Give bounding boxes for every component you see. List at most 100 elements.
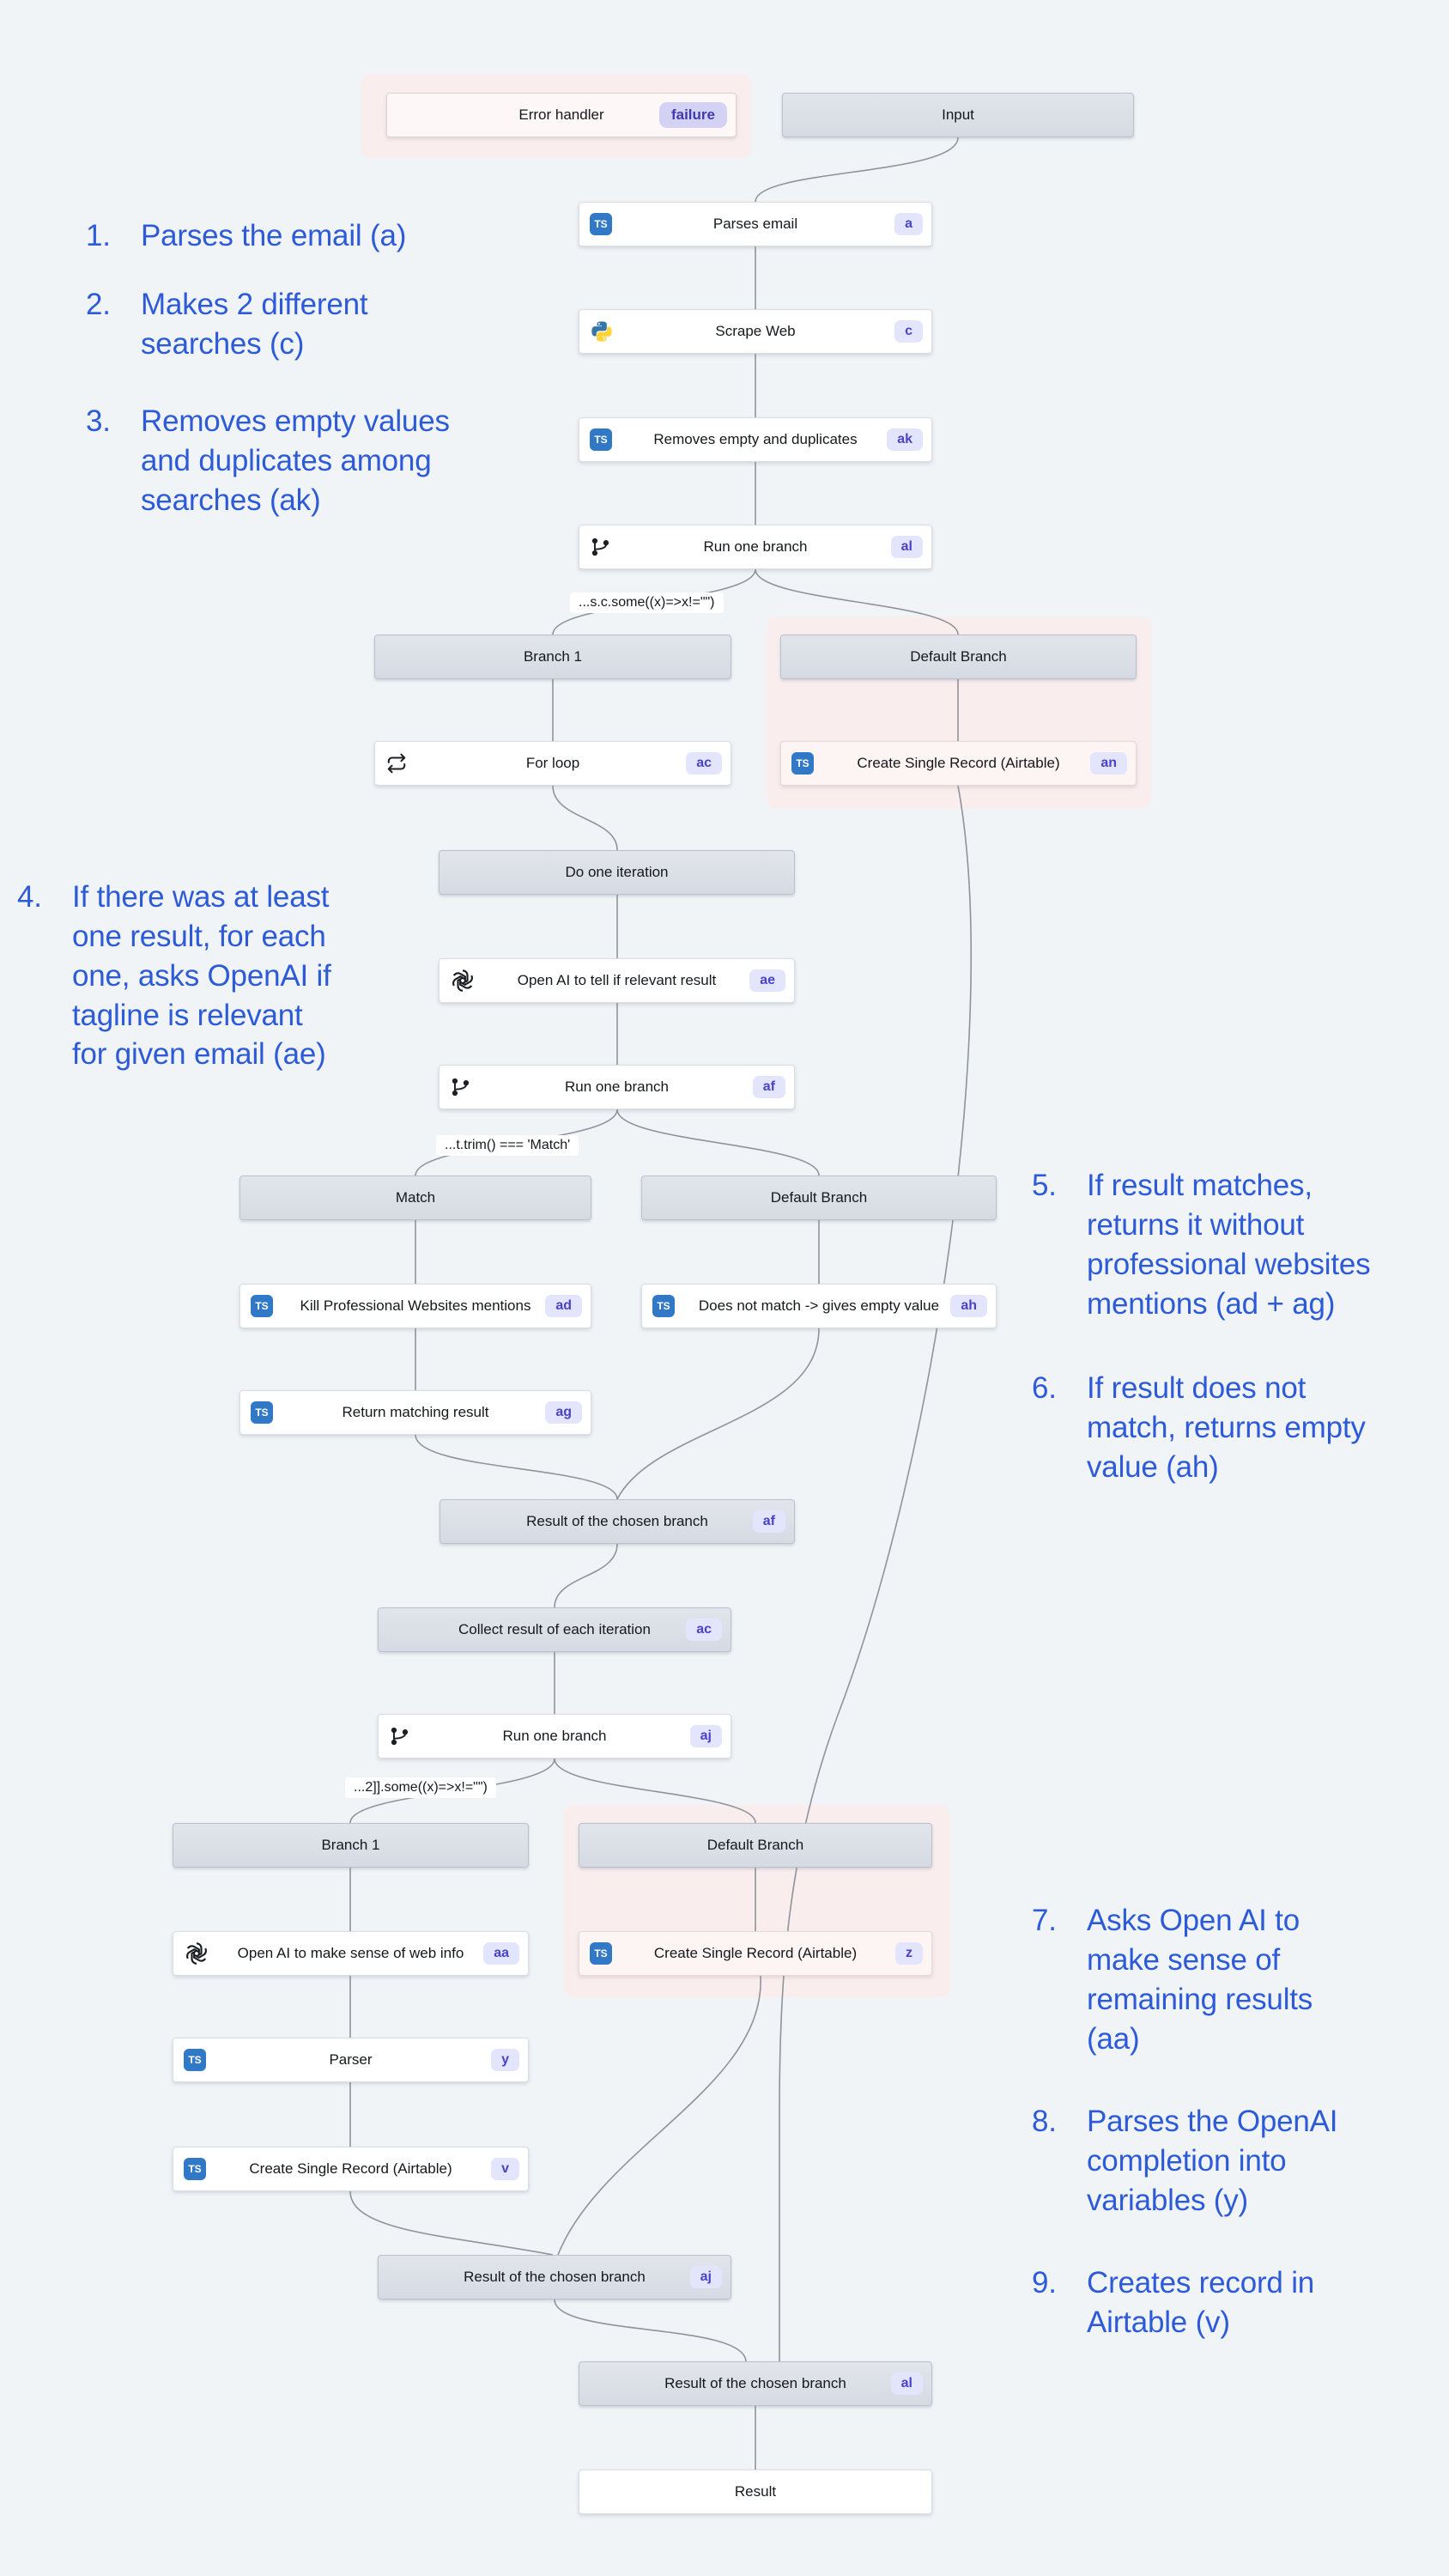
node-label: Do one iteration bbox=[565, 864, 669, 880]
edge-createz-resultaj bbox=[557, 1975, 761, 2256]
node-result[interactable]: Result bbox=[579, 2470, 932, 2514]
node-label: Return matching result bbox=[342, 1404, 489, 1420]
node-label: Open AI to tell if relevant result bbox=[517, 972, 717, 988]
node-badge: ah bbox=[950, 1295, 987, 1317]
typescript-icon: TS bbox=[590, 213, 612, 235]
edge-resultaj-resultal bbox=[554, 2299, 747, 2362]
annotation-number: 1. bbox=[86, 219, 111, 252]
node-label: Result of the chosen branch bbox=[526, 1513, 708, 1529]
node-does-not-match[interactable]: TS Does not match -> gives empty value a… bbox=[641, 1284, 997, 1328]
node-label: Result of the chosen branch bbox=[464, 2269, 646, 2285]
annotation-number: 8. bbox=[1032, 2105, 1057, 2138]
node-label: Kill Professional Websites mentions bbox=[300, 1297, 531, 1314]
node-removes-empty-duplicates[interactable]: TS Removes empty and duplicates ak bbox=[579, 417, 932, 462]
node-result-chosen-branch-al[interactable]: Result of the chosen branch al bbox=[579, 2361, 932, 2406]
branch-icon bbox=[450, 1076, 472, 1098]
condition-label-aj: ...2]].some((x)=>x!="") bbox=[345, 1777, 496, 1798]
node-branch-1-bottom[interactable]: Branch 1 bbox=[173, 1823, 529, 1868]
annotation-text: If result does not match, returns empty … bbox=[1087, 1371, 1366, 1484]
node-label: Branch 1 bbox=[321, 1837, 380, 1853]
node-badge: ae bbox=[749, 969, 785, 992]
node-label: Removes empty and duplicates bbox=[653, 431, 858, 447]
annotation-text: If there was at least one result, for ea… bbox=[72, 880, 331, 1072]
node-label: Match bbox=[395, 1189, 436, 1206]
node-input[interactable]: Input bbox=[782, 93, 1134, 137]
annotation-3: 3. Removes empty values and duplicates a… bbox=[86, 402, 450, 520]
annotation-1: 1. Parses the email (a) bbox=[86, 216, 406, 256]
node-label: Parser bbox=[329, 2051, 373, 2068]
node-run-one-branch-al[interactable]: Run one branch al bbox=[579, 525, 932, 569]
node-default-branch-mid[interactable]: Default Branch bbox=[641, 1176, 997, 1220]
node-create-single-record-an[interactable]: TS Create Single Record (Airtable) an bbox=[780, 741, 1137, 786]
node-badge: ac bbox=[686, 752, 722, 775]
annotation-text: Parses the email (a) bbox=[141, 219, 407, 252]
typescript-icon: TS bbox=[791, 752, 814, 775]
node-scrape-web[interactable]: Scrape Web c bbox=[579, 309, 932, 354]
node-parser[interactable]: TS Parser y bbox=[173, 2038, 529, 2082]
node-badge: al bbox=[890, 536, 923, 558]
typescript-icon: TS bbox=[590, 1942, 612, 1965]
edge-return-resultaf bbox=[415, 1434, 618, 1500]
node-label: Open AI to make sense of web info bbox=[237, 1945, 464, 1961]
edge-runaf-defaultb bbox=[616, 1109, 820, 1176]
edge-forloop-doone bbox=[552, 785, 618, 851]
node-openai-make-sense[interactable]: Open AI to make sense of web info aa bbox=[173, 1931, 529, 1976]
node-run-one-branch-af[interactable]: Run one branch af bbox=[439, 1065, 795, 1109]
repeat-loop-icon bbox=[385, 752, 408, 775]
node-for-loop[interactable]: For loop ac bbox=[374, 741, 731, 786]
annotation-number: 3. bbox=[86, 404, 111, 438]
annotation-2: 2. Makes 2 different searches (c) bbox=[86, 285, 368, 364]
annotation-text: Removes empty values and duplicates amon… bbox=[141, 404, 450, 517]
node-default-branch-top[interactable]: Default Branch bbox=[780, 635, 1137, 679]
annotation-9: 9. Creates record in Airtable (v) bbox=[1032, 2263, 1314, 2342]
node-kill-professional-mentions[interactable]: TS Kill Professional Websites mentions a… bbox=[239, 1284, 591, 1328]
node-openai-relevant-result[interactable]: Open AI to tell if relevant result ae bbox=[439, 958, 795, 1003]
typescript-icon: TS bbox=[652, 1295, 675, 1317]
typescript-icon: TS bbox=[251, 1295, 273, 1317]
node-collect-result-iteration[interactable]: Collect result of each iteration ac bbox=[378, 1607, 731, 1652]
node-branch-1-top[interactable]: Branch 1 bbox=[374, 635, 731, 679]
annotation-4: 4. If there was at least one result, for… bbox=[17, 878, 331, 1074]
annotation-number: 9. bbox=[1032, 2266, 1057, 2300]
branch-icon bbox=[389, 1725, 411, 1747]
node-run-one-branch-aj[interactable]: Run one branch aj bbox=[378, 1714, 731, 1759]
openai-icon bbox=[450, 968, 476, 993]
annotation-6: 6. If result does not match, returns emp… bbox=[1032, 1369, 1366, 1487]
condition-label-af: ...t.trim() === 'Match' bbox=[436, 1135, 579, 1156]
node-label: Create Single Record (Airtable) bbox=[653, 1945, 858, 1961]
node-do-one-iteration[interactable]: Do one iteration bbox=[439, 850, 795, 895]
node-badge: ag bbox=[545, 1401, 582, 1424]
node-create-single-record-z[interactable]: TS Create Single Record (Airtable) z bbox=[579, 1931, 932, 1976]
node-default-branch-bottom[interactable]: Default Branch bbox=[579, 1823, 932, 1868]
edge-createan-resultal bbox=[779, 785, 973, 2361]
failure-badge: failure bbox=[658, 102, 727, 128]
node-return-matching-result[interactable]: TS Return matching result ag bbox=[239, 1390, 591, 1435]
typescript-icon: TS bbox=[251, 1401, 273, 1424]
node-result-chosen-branch-af[interactable]: Result of the chosen branch af bbox=[440, 1499, 795, 1544]
annotation-number: 5. bbox=[1032, 1169, 1057, 1202]
node-badge: aj bbox=[689, 1725, 722, 1747]
typescript-icon: TS bbox=[184, 2158, 206, 2180]
annotation-number: 6. bbox=[1032, 1371, 1057, 1405]
annotation-text: Makes 2 different searches (c) bbox=[141, 288, 368, 361]
edge-createv-resultaj bbox=[349, 2190, 554, 2256]
node-label: Collect result of each iteration bbox=[458, 1621, 651, 1637]
node-label: Result bbox=[734, 2483, 777, 2500]
node-parses-email[interactable]: TS Parses email a bbox=[579, 202, 932, 246]
node-label: Scrape Web bbox=[715, 323, 796, 339]
node-label: Parses email bbox=[712, 216, 798, 232]
node-badge: y bbox=[491, 2049, 519, 2071]
node-error-handler[interactable]: Error handler failure bbox=[386, 93, 737, 137]
typescript-icon: TS bbox=[590, 428, 612, 451]
node-label: Run one branch bbox=[703, 538, 808, 555]
python-icon bbox=[590, 319, 614, 343]
annotation-number: 4. bbox=[17, 880, 42, 914]
node-match[interactable]: Match bbox=[239, 1176, 591, 1220]
annotation-number: 7. bbox=[1032, 1904, 1057, 1937]
node-create-single-record-v[interactable]: TS Create Single Record (Airtable) v bbox=[173, 2147, 529, 2191]
node-label: Branch 1 bbox=[523, 648, 583, 665]
node-badge: a bbox=[894, 213, 923, 235]
node-result-chosen-branch-aj[interactable]: Result of the chosen branch aj bbox=[378, 2255, 731, 2300]
node-badge: ad bbox=[545, 1295, 582, 1317]
